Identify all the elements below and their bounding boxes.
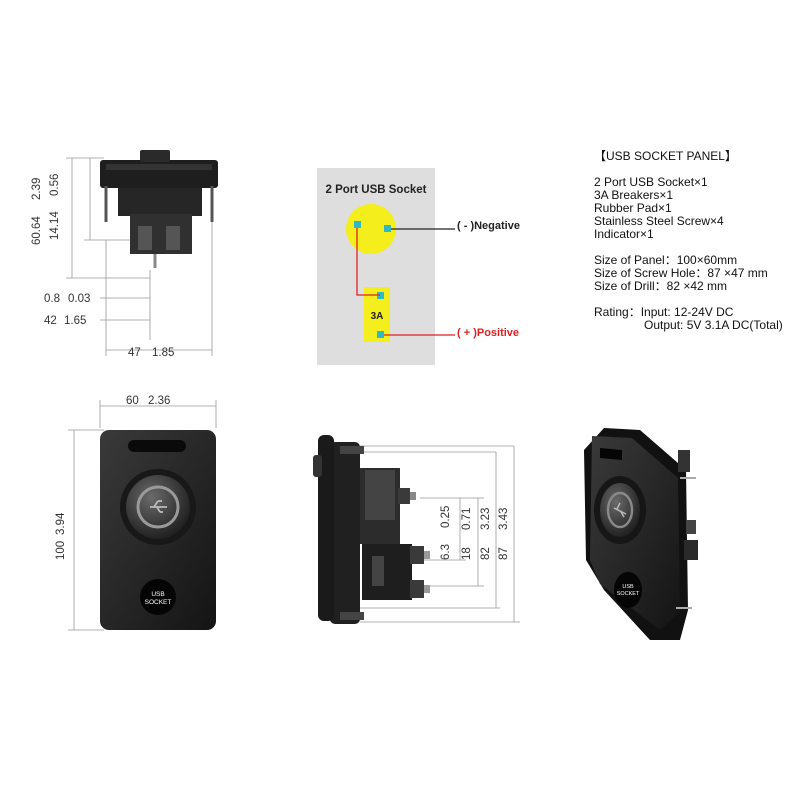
spec-size: Size of Panel：100×60mm — [594, 253, 738, 267]
iso-indicator-slot — [600, 448, 622, 460]
wiring-diagram: 2 Port USB Socket 3A ( - )Negative ( + )… — [317, 168, 520, 365]
spec-title: 【USB SOCKET PANEL】 — [594, 149, 737, 163]
badge-line2: SOCKET — [145, 599, 172, 606]
dim-side-d2: 18 — [461, 547, 473, 560]
spec-rating-output: Output: 5V 3.1A DC(Total) — [644, 318, 783, 332]
dim-side-d1: 6.3 — [440, 544, 452, 560]
dim-panel-height: 100 — [55, 541, 67, 560]
dim-depth-in: 1.65 — [64, 315, 86, 327]
spec-item: Stainless Steel Screw×4 — [594, 214, 724, 228]
iso-usb-icon — [613, 502, 627, 518]
dim-side-d2-in: 0.71 — [461, 508, 473, 530]
dim-side-d3-in: 3.23 — [480, 508, 492, 530]
front-view-dim-labels: 60 2.36 100 3.94 — [55, 395, 170, 560]
indicator-slot — [128, 440, 186, 452]
usb-icon — [150, 500, 167, 513]
side-view-dim-labels: 6.3 0.25 18 0.71 82 3.23 87 3.43 — [440, 506, 510, 560]
breaker-label: 3A — [371, 311, 384, 322]
top-view-dim-labels: 60.64 2.39 14.14 0.56 0.8 0.03 42 1.65 4… — [31, 174, 174, 359]
wire-red — [356, 228, 380, 296]
dim-side-d4: 87 — [498, 547, 510, 560]
socket-contact-positive — [384, 225, 391, 232]
dim-width: 47 — [128, 347, 141, 359]
breaker-contact-top — [377, 292, 384, 299]
top-view-product — [100, 150, 218, 268]
spec-panel: 【USB SOCKET PANEL】 2 Port USB Socket×1 3… — [594, 150, 783, 332]
spec-item: 3A Breakers×1 — [594, 188, 674, 202]
iso-badge-line1: USB — [622, 584, 634, 590]
top-view-drawing — [66, 157, 213, 356]
spec-size: Size of Screw Hole：87 ×47 mm — [594, 266, 768, 280]
front-view-drawing — [68, 400, 217, 631]
front-view-product: USB SOCKET — [100, 430, 216, 630]
negative-label: ( - )Negative — [457, 220, 520, 232]
spec-rating-input: Rating：Input: 12-24V DC — [594, 305, 734, 319]
isometric-view-product: USB SOCKET — [584, 428, 698, 640]
usb-socket-symbol — [346, 204, 396, 254]
side-view-drawing — [360, 445, 520, 623]
dim-height-sub: 14.14 — [49, 211, 61, 240]
dim-height-total: 60.64 — [31, 216, 43, 245]
dim-side-d3: 82 — [480, 547, 492, 560]
spec-item: Rubber Pad×1 — [594, 201, 672, 215]
socket-contact-negative — [354, 221, 361, 228]
spec-item: 2 Port USB Socket×1 — [594, 175, 708, 189]
dim-height-total-in: 2.39 — [31, 178, 43, 200]
dim-side-d1-in: 0.25 — [440, 506, 452, 528]
breaker-contact-bottom — [377, 331, 384, 338]
spec-item: Indicator×1 — [594, 227, 654, 241]
badge-line1: USB — [151, 591, 164, 598]
dim-panel-width: 60 — [126, 395, 139, 407]
wiring-title: 2 Port USB Socket — [326, 184, 427, 196]
dim-panel-width-in: 2.36 — [148, 395, 170, 407]
dim-height-sub-in: 0.56 — [49, 174, 61, 196]
dim-width-in: 1.85 — [152, 347, 174, 359]
dim-depth: 42 — [44, 315, 57, 327]
dim-thick: 0.8 — [44, 293, 60, 305]
dim-panel-height-in: 3.94 — [55, 512, 67, 535]
usb-socket-badge — [140, 579, 176, 615]
dim-side-d4-in: 3.43 — [498, 508, 510, 530]
iso-badge-line2: SOCKET — [617, 591, 640, 597]
spec-size: Size of Drill：82 ×42 mm — [594, 279, 728, 293]
iso-usb-socket-badge — [614, 572, 642, 608]
positive-label: ( + )Positive — [457, 327, 519, 339]
side-view-product — [313, 435, 430, 624]
dim-thick-in: 0.03 — [68, 293, 90, 305]
